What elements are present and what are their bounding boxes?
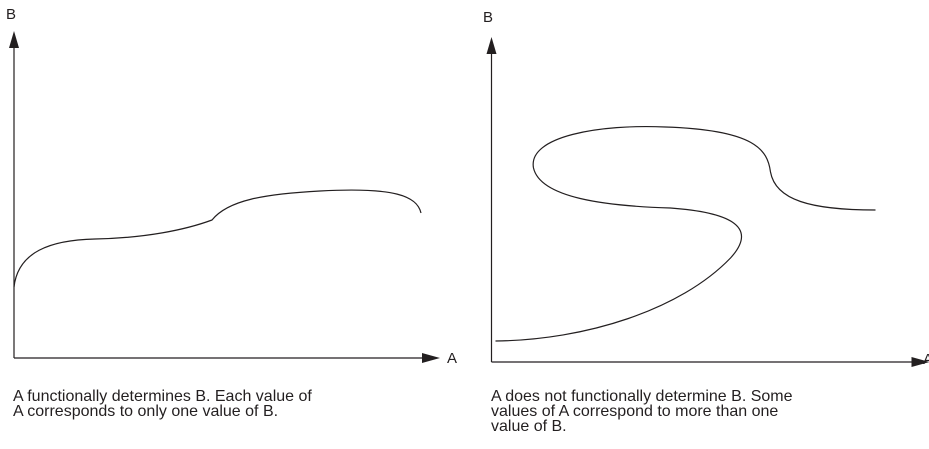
left-diagram-panel: B A A functionally determines B. Each va… bbox=[6, 6, 458, 420]
right-diagram-panel: B A A does not functionally determine B.… bbox=[465, 0, 929, 449]
right-non-function-curve bbox=[495, 125, 876, 342]
left-caption: A functionally determines B. Each value … bbox=[13, 388, 312, 420]
left-x-axis-arrow bbox=[422, 353, 440, 363]
left-graph bbox=[9, 31, 440, 363]
right-x-axis-arrow bbox=[911, 357, 929, 367]
left-function-curve bbox=[13, 189, 422, 288]
right-caption: A does not functionally determine B. Som… bbox=[491, 388, 793, 435]
left-y-axis-label: B bbox=[6, 6, 17, 23]
right-y-axis-arrow bbox=[486, 37, 497, 54]
right-y-axis-label: B bbox=[483, 9, 494, 26]
left-y-axis-arrow bbox=[9, 31, 19, 48]
left-x-axis-label: A bbox=[447, 350, 458, 367]
right-x-axis-label: A bbox=[923, 351, 929, 368]
right-graph bbox=[486, 37, 929, 367]
